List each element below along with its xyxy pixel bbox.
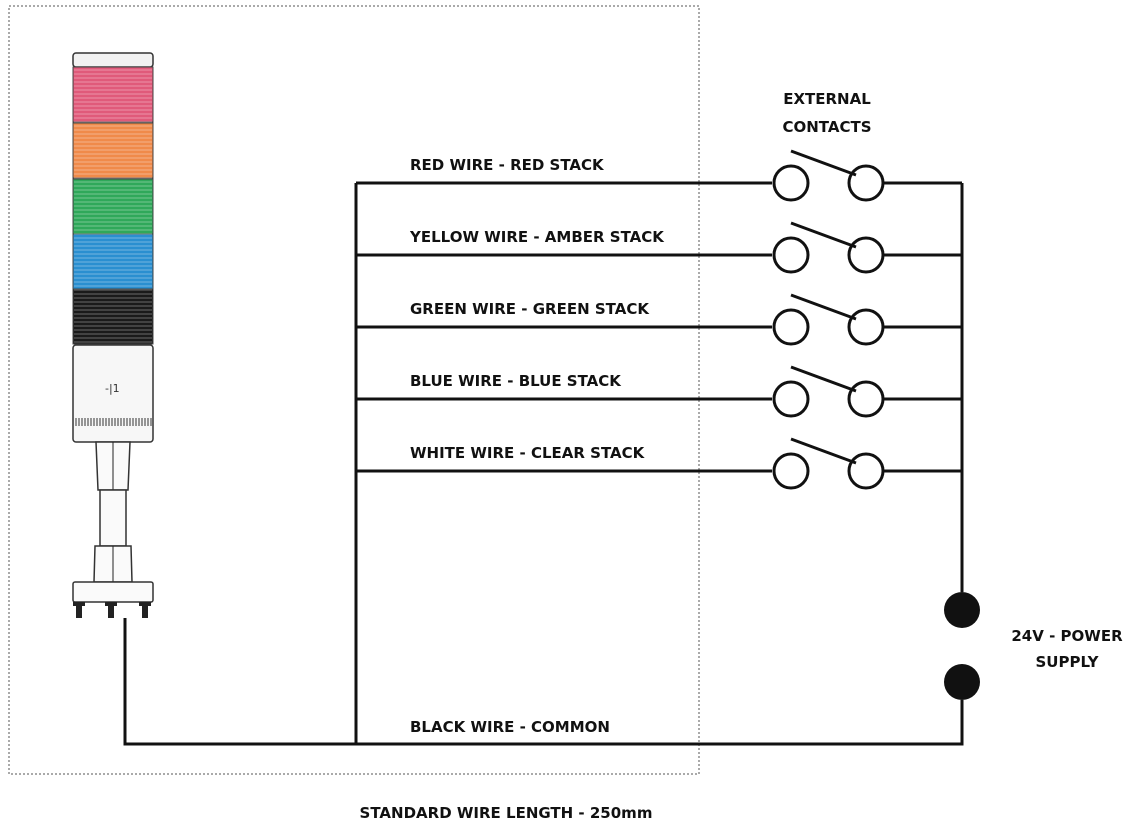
contact-terminal <box>772 380 810 418</box>
black-stack <box>72 288 154 345</box>
contact-terminal <box>772 308 810 346</box>
tower-light: -|1 <box>72 52 154 618</box>
wire-label: BLUE WIRE - BLUE STACK <box>410 372 622 390</box>
stack-ribs <box>74 69 152 343</box>
wiring: RED WIRE - RED STACK YELLOW WIRE - AMBER… <box>123 149 980 746</box>
mount-bolts <box>73 602 151 618</box>
tower-pole <box>99 489 127 547</box>
wire-row-clear: WHITE WIRE - CLEAR STACK <box>356 437 962 490</box>
wire-label: GREEN WIRE - GREEN STACK <box>410 300 650 318</box>
common-wire <box>123 618 964 746</box>
contact-terminal <box>847 308 885 346</box>
power-supply-label-line2: SUPPLY <box>1035 653 1099 671</box>
common-wire-label: BLACK WIRE - COMMON <box>410 718 610 736</box>
contact-terminal <box>772 164 810 202</box>
tower-cap <box>72 52 154 68</box>
switch-blade <box>790 221 857 249</box>
contact-terminal <box>847 380 885 418</box>
housing-marking: -|1 <box>105 382 120 395</box>
contact-terminal <box>772 236 810 274</box>
contact-terminal <box>847 236 885 274</box>
wire-row-green: GREEN WIRE - GREEN STACK <box>356 293 962 346</box>
amber-stack <box>72 122 154 179</box>
power-supply-label-line1: 24V - POWER <box>1011 627 1123 645</box>
switch-blade <box>790 437 857 465</box>
switch-blade <box>790 365 857 393</box>
external-contacts-label-line2: CONTACTS <box>782 118 871 136</box>
enclosure-boundary <box>8 5 700 775</box>
power-terminal-positive <box>944 592 980 628</box>
contact-terminal <box>847 164 885 202</box>
mount-plate <box>72 581 154 603</box>
wire-label: WHITE WIRE - CLEAR STACK <box>410 444 646 462</box>
wire-label: YELLOW WIRE - AMBER STACK <box>409 228 665 246</box>
switch-blade <box>790 149 857 177</box>
blue-stack <box>72 233 154 290</box>
wire-row-amber: YELLOW WIRE - AMBER STACK <box>356 221 962 274</box>
contact-terminal <box>847 452 885 490</box>
external-contacts-label-line1: EXTERNAL <box>783 90 871 108</box>
wire-length-note: STANDARD WIRE LENGTH - 250mm <box>360 804 653 822</box>
switch-blade <box>790 293 857 321</box>
wire-label: RED WIRE - RED STACK <box>410 156 605 174</box>
red-stack <box>72 66 154 123</box>
power-terminal-negative <box>944 664 980 700</box>
wire-row-blue: BLUE WIRE - BLUE STACK <box>356 365 962 418</box>
wire-row-red: RED WIRE - RED STACK <box>356 149 962 202</box>
housing-grille <box>75 418 152 426</box>
contact-terminal <box>772 452 810 490</box>
